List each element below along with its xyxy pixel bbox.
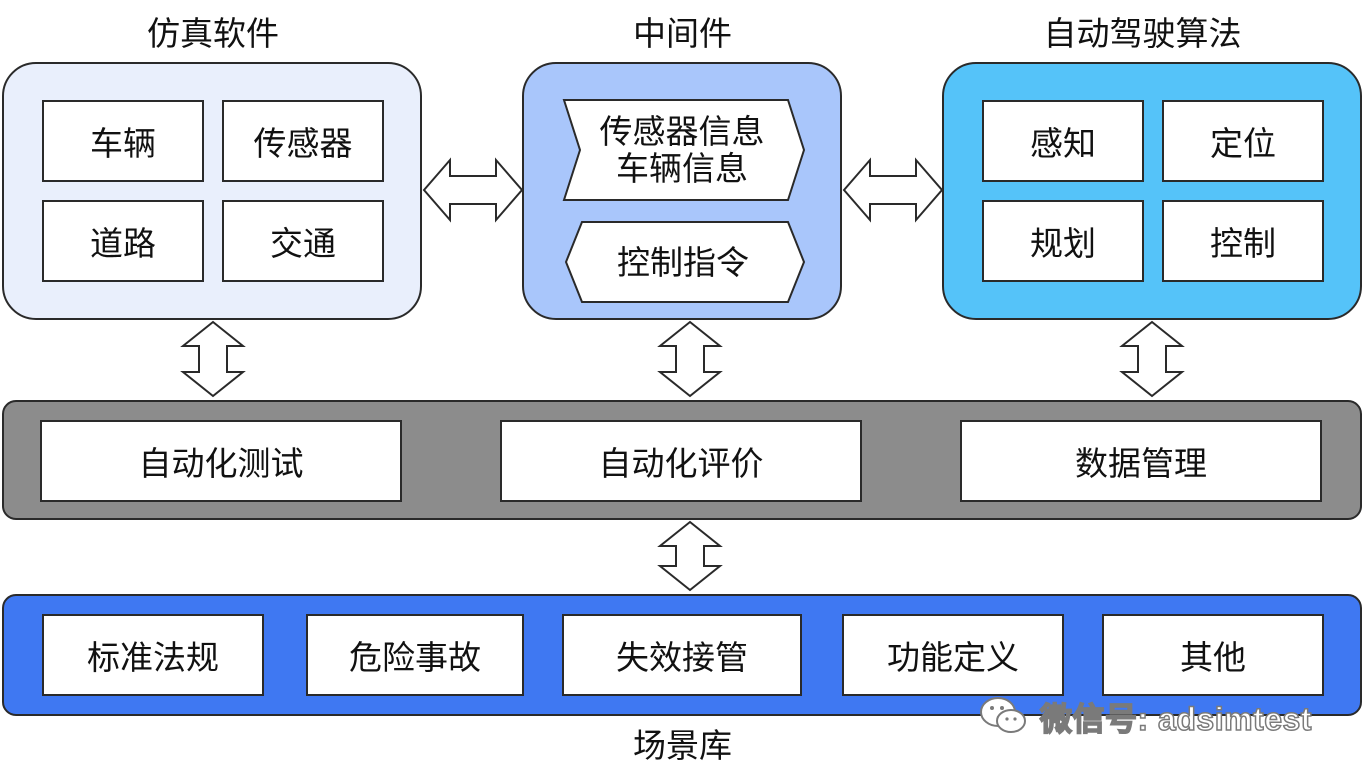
- scenario-item-regulations: 标准法规: [42, 614, 264, 696]
- sim-title: 仿真软件: [147, 14, 279, 53]
- platform-item-data-mgmt: 数据管理: [960, 420, 1322, 502]
- watermark-text: 微信号: adsimtest: [1039, 700, 1312, 738]
- algo-item-perception: 感知: [982, 100, 1144, 182]
- platform-item-auto-test: 自动化测试: [40, 420, 402, 502]
- scenario-item-other: 其他: [1102, 614, 1324, 696]
- control-command-label: 控制指令: [617, 242, 749, 282]
- platform-item-auto-eval: 自动化评价: [500, 420, 862, 502]
- wechat-icon: [980, 697, 1026, 733]
- sim-item-road: 道路: [42, 200, 204, 282]
- scenario-item-takeover: 失效接管: [562, 614, 802, 696]
- algo-item-control: 控制: [1162, 200, 1324, 282]
- sim-item-vehicle: 车辆: [42, 100, 204, 182]
- scenario-item-accidents: 危险事故: [306, 614, 524, 696]
- scenario-title: 场景库: [633, 726, 732, 765]
- scenario-item-function-def: 功能定义: [842, 614, 1064, 696]
- sensor-vehicle-info-label: 传感器信息 车辆信息: [582, 104, 782, 196]
- mid-title: 中间件: [633, 14, 732, 53]
- algo-title: 自动驾驶算法: [1043, 14, 1242, 53]
- sim-item-traffic: 交通: [222, 200, 384, 282]
- sim-item-sensor: 传感器: [222, 100, 384, 182]
- algo-item-localization: 定位: [1162, 100, 1324, 182]
- sensor-info-text: 传感器信息: [599, 112, 765, 151]
- algo-item-planning: 规划: [982, 200, 1144, 282]
- vehicle-info-text: 车辆信息: [616, 149, 748, 188]
